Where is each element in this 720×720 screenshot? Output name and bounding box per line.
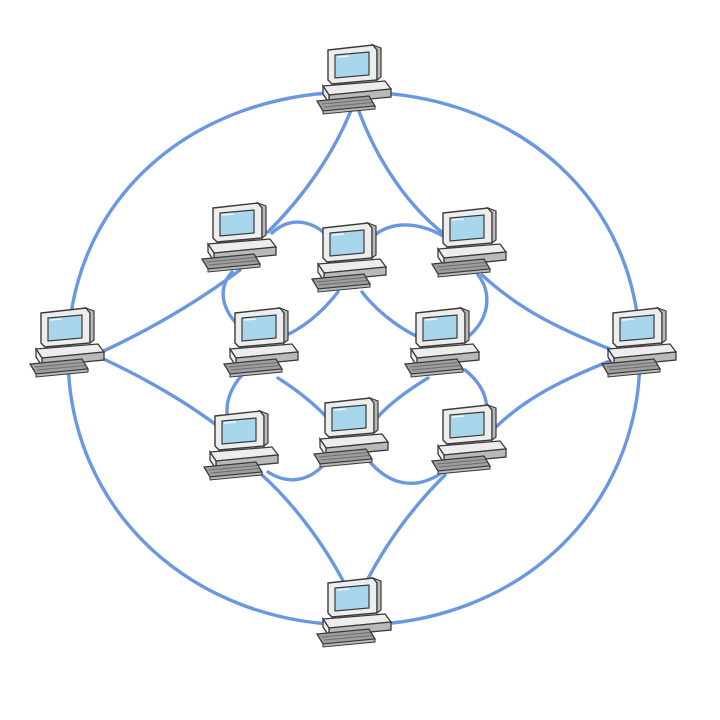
- outer-right-desktop-computer-icon: [601, 307, 677, 378]
- computer-nodes: [29, 44, 677, 648]
- inner-bottom-desktop-computer-icon: [313, 397, 389, 468]
- link-left-middle-bottom: [93, 353, 237, 442]
- link-top-middle-right: [353, 98, 454, 242]
- inner-top-desktop-computer-icon: [311, 222, 387, 293]
- outer-left-desktop-computer-icon: [29, 307, 105, 378]
- outer-ring: [66, 90, 642, 627]
- petal-right-top: [468, 273, 489, 337]
- link-right-middle-top: [480, 273, 627, 357]
- link-top-middle-left: [266, 98, 357, 234]
- middle-bottom-left-desktop-computer-icon: [203, 410, 279, 481]
- inner-right-desktop-computer-icon: [404, 307, 480, 378]
- outer-top-desktop-computer-icon: [316, 44, 392, 115]
- inner-left-desktop-computer-icon: [223, 307, 299, 378]
- link-left-middle-top: [93, 268, 242, 357]
- network-links: [66, 90, 642, 627]
- middle-bottom-right-desktop-computer-icon: [431, 404, 507, 475]
- middle-top-right-desktop-computer-icon: [431, 207, 507, 278]
- middle-top-left-desktop-computer-icon: [201, 202, 277, 273]
- petal-bottom-right: [368, 460, 442, 486]
- diamond-top-left: [278, 290, 340, 340]
- outer-bottom-desktop-computer-icon: [316, 577, 392, 648]
